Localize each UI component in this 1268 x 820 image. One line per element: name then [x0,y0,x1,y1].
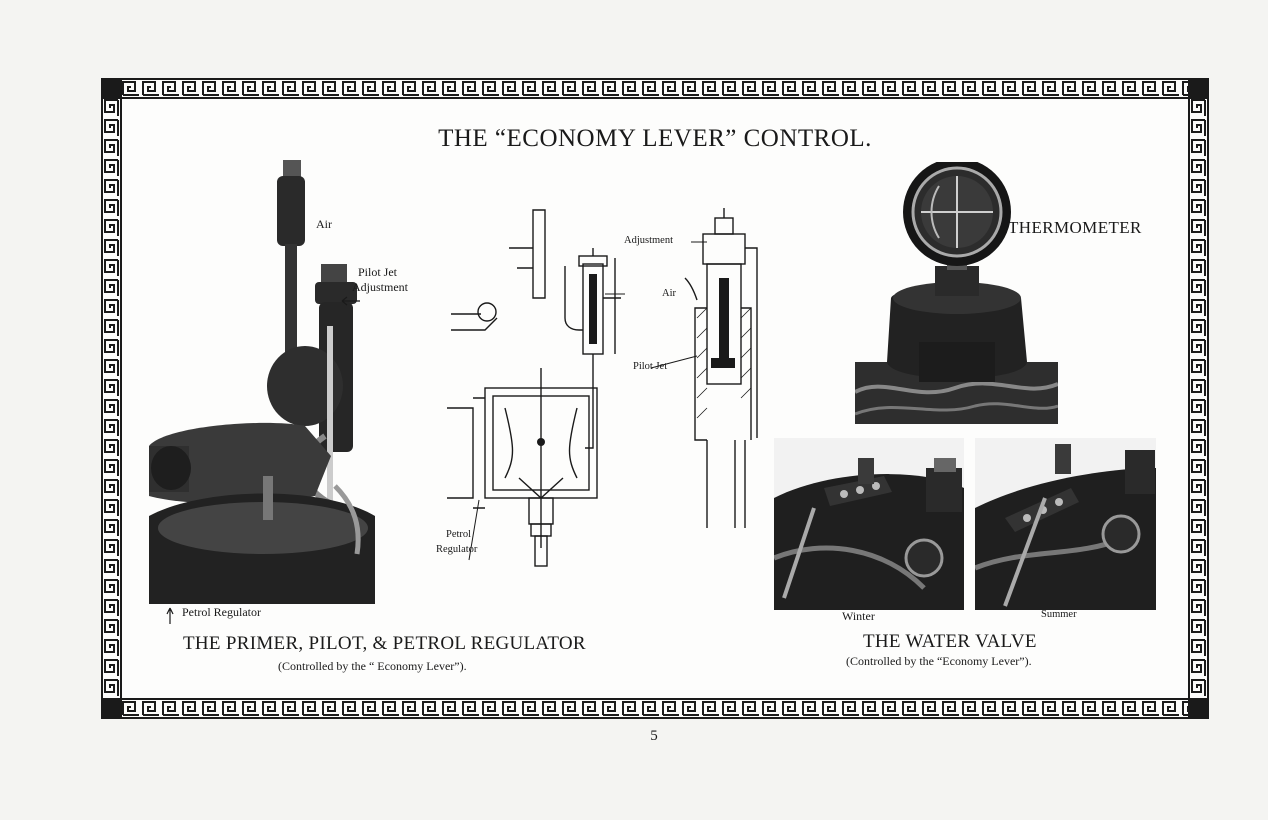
carburettor-section-diagram [447,208,758,567]
greek-key-border-left [101,78,122,719]
page-frame: THE “ECONOMY LEVER” CONTROL. Air Pilot J… [101,78,1209,719]
arrow-icon [341,296,360,306]
caption-primer-pilot: THE PRIMER, PILOT, & PETROL REGULATOR [183,633,586,654]
label-pilot-jet-diagram: Pilot Jet [633,361,668,372]
label-air: Air [316,217,332,231]
up-arrow-icon [166,607,174,624]
label-air-diagram: Air [662,288,676,299]
greek-key-border-top [101,78,1209,99]
label-petrol-diagram: Petrol [446,529,472,540]
greek-key-border-right [1188,78,1209,719]
caption-primer-pilot-sub: (Controlled by the “ Economy Lever”). [278,659,467,673]
caption-water-valve: THE WATER VALVE [863,631,1037,652]
page-number: 5 [650,728,658,744]
page-title: THE “ECONOMY LEVER” CONTROL. [438,125,872,152]
label-petrol-regulator: Petrol Regulator [182,605,261,619]
label-winter: Winter [842,609,875,623]
water-valve-winter-photo [774,438,964,610]
label-pilot-jet: Pilot Jet [358,265,398,279]
label-regulator-diagram: Regulator [436,544,478,555]
caption-water-valve-sub: (Controlled by the “Economy Lever”). [846,654,1032,668]
water-valve-summer-photo [975,438,1156,610]
label-summer: Summer [1041,609,1077,620]
label-thermometer: THERMOMETER [1008,218,1142,237]
primer-pilot-regulator-photo [149,160,375,604]
greek-key-border-bottom [101,698,1209,719]
thermometer-photo [855,162,1058,424]
label-adjustment: Adjustment [352,280,408,294]
label-adjustment-diagram: Adjustment [624,235,673,246]
